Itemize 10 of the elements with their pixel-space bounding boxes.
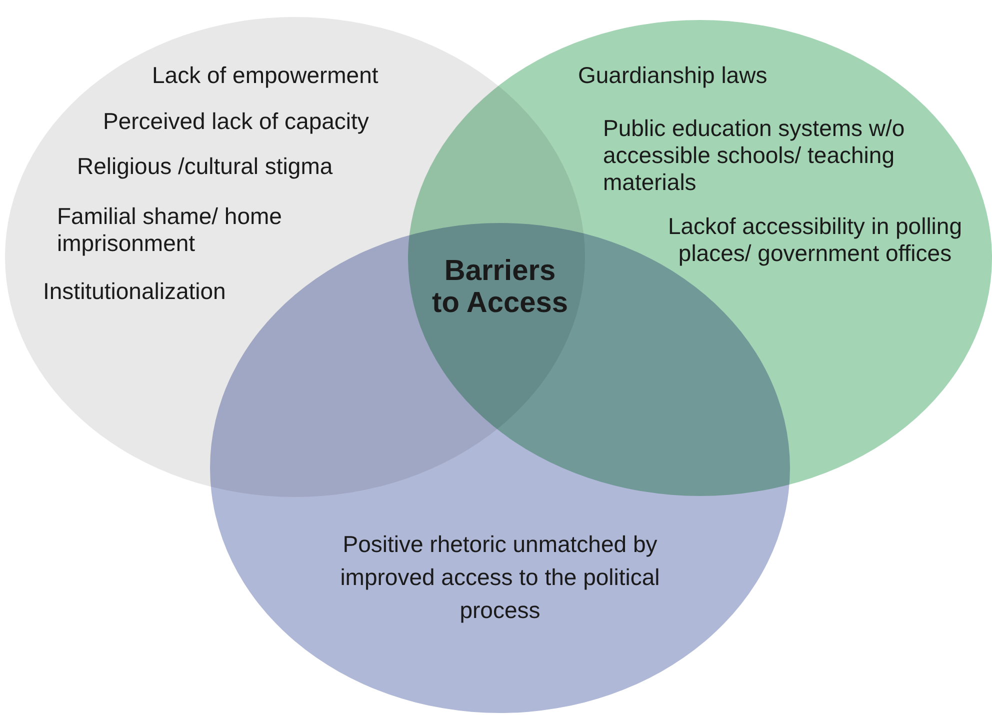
barrier-text: Guardianship laws: [578, 62, 768, 89]
barrier-text: Religious /cultural stigma: [77, 153, 334, 180]
center-heading: Barriers to Access: [431, 255, 569, 319]
barrier-text: Lack of empowerment: [152, 62, 380, 89]
barrier-text: Lackof accessibility in polling places/ government offices: [666, 213, 964, 267]
barrier-text: Positive rhetoric unmatched by improved access to the political process: [339, 530, 661, 625]
barrier-text: Familial shame/ home imprisonment: [57, 203, 283, 257]
barrier-text: Institutionalization: [43, 278, 227, 305]
barrier-text: Public education systems w/o accessible schools/ teaching materials: [603, 115, 906, 196]
barrier-text: Perceived lack of capacity: [103, 108, 370, 135]
